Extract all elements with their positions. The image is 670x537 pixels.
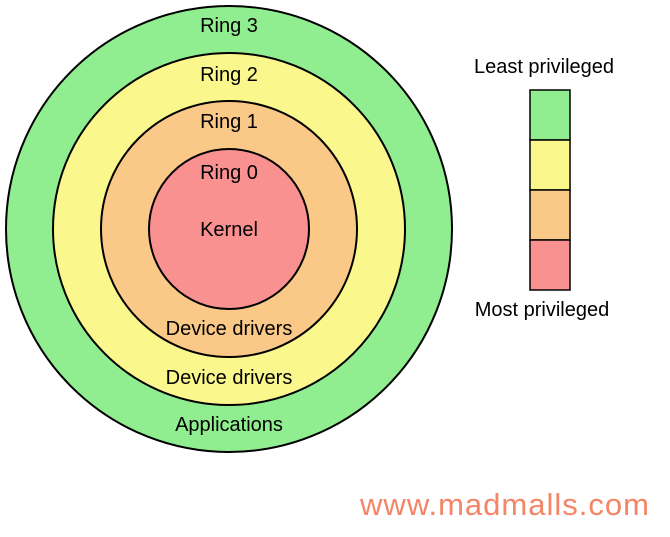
ring2-label: Ring 2: [200, 64, 258, 86]
ring1-label: Ring 1: [200, 111, 258, 133]
ring1-zone-label: Device drivers: [166, 318, 293, 340]
legend-swatch-yellow: [529, 139, 571, 191]
ring3-label: Ring 3: [200, 15, 258, 37]
ring3-zone-label: Applications: [175, 414, 283, 436]
ring2-zone-label: Device drivers: [166, 367, 293, 389]
legend-swatch-red: [529, 239, 571, 291]
rings-diagram: Ring 3 Ring 2 Ring 1 Ring 0 Kernel Devic…: [5, 5, 453, 453]
legend-least-label: Least privileged: [474, 56, 614, 78]
kernel-label: Kernel: [200, 219, 258, 241]
ring0-label: Ring 0: [200, 162, 258, 184]
legend-swatch-green: [529, 89, 571, 141]
ring0-circle: [148, 148, 310, 310]
legend-swatch-orange: [529, 189, 571, 241]
privilege-legend: Least privileged Most privileged: [474, 56, 614, 321]
watermark-text: www.madmalls.com: [359, 487, 650, 522]
legend-most-label: Most privileged: [475, 299, 610, 321]
